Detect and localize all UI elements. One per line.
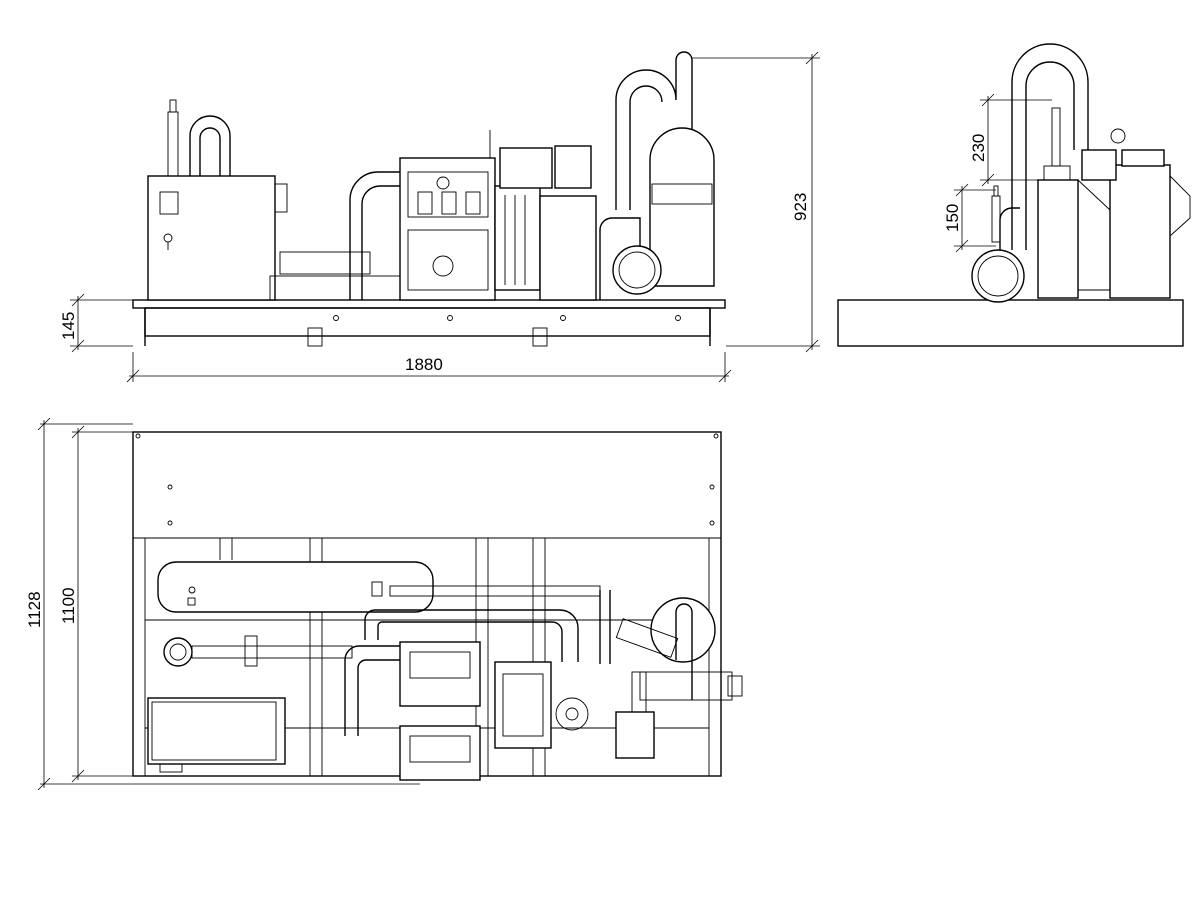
dim-total-height: 923 xyxy=(791,193,810,221)
dim-total-width: 1128 xyxy=(25,591,44,628)
dim-length: 1880 xyxy=(405,355,443,374)
top-dimensions xyxy=(37,417,420,791)
side-view xyxy=(837,43,1191,347)
dim-side-upper: 230 xyxy=(969,134,988,162)
dim-side-lower: 150 xyxy=(943,204,962,232)
top-view xyxy=(132,431,743,781)
dim-frame-height: 145 xyxy=(59,312,78,340)
dim-frame-width: 1100 xyxy=(59,587,78,624)
front-view xyxy=(132,51,726,347)
front-dimensions xyxy=(70,51,820,383)
side-dimensions xyxy=(954,93,1052,253)
